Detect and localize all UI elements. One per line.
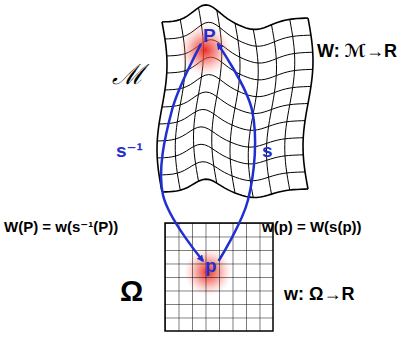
- manifold-symbol: ℳ: [112, 60, 144, 91]
- mesh-line: [159, 162, 305, 181]
- domain-symbol: Ω: [120, 276, 143, 308]
- formula: w(p) = W(s(p)): [262, 219, 362, 236]
- mesh-line: [162, 179, 308, 197]
- map-label: s⁻¹: [116, 141, 143, 162]
- mesh-line: [159, 109, 305, 130]
- point-marker: p: [203, 255, 219, 278]
- surface-mesh: [157, 5, 313, 198]
- mesh-line: [157, 127, 303, 147]
- function-label: W: ℳ→R: [317, 42, 397, 62]
- mapping-arrow: [218, 44, 255, 261]
- plane-grid: [165, 223, 273, 331]
- function-label: w: Ω→R: [284, 285, 354, 305]
- mesh-line: [162, 5, 308, 30]
- point-marker: P: [201, 25, 218, 48]
- mesh-line: [162, 92, 308, 113]
- mapping-arrow: [161, 44, 203, 261]
- point-label: p: [205, 256, 217, 277]
- formula: W(P) = w(s⁻¹(P)): [4, 219, 118, 236]
- map-label: s: [262, 141, 273, 162]
- point-label: P: [203, 26, 216, 47]
- mesh-line: [157, 144, 303, 164]
